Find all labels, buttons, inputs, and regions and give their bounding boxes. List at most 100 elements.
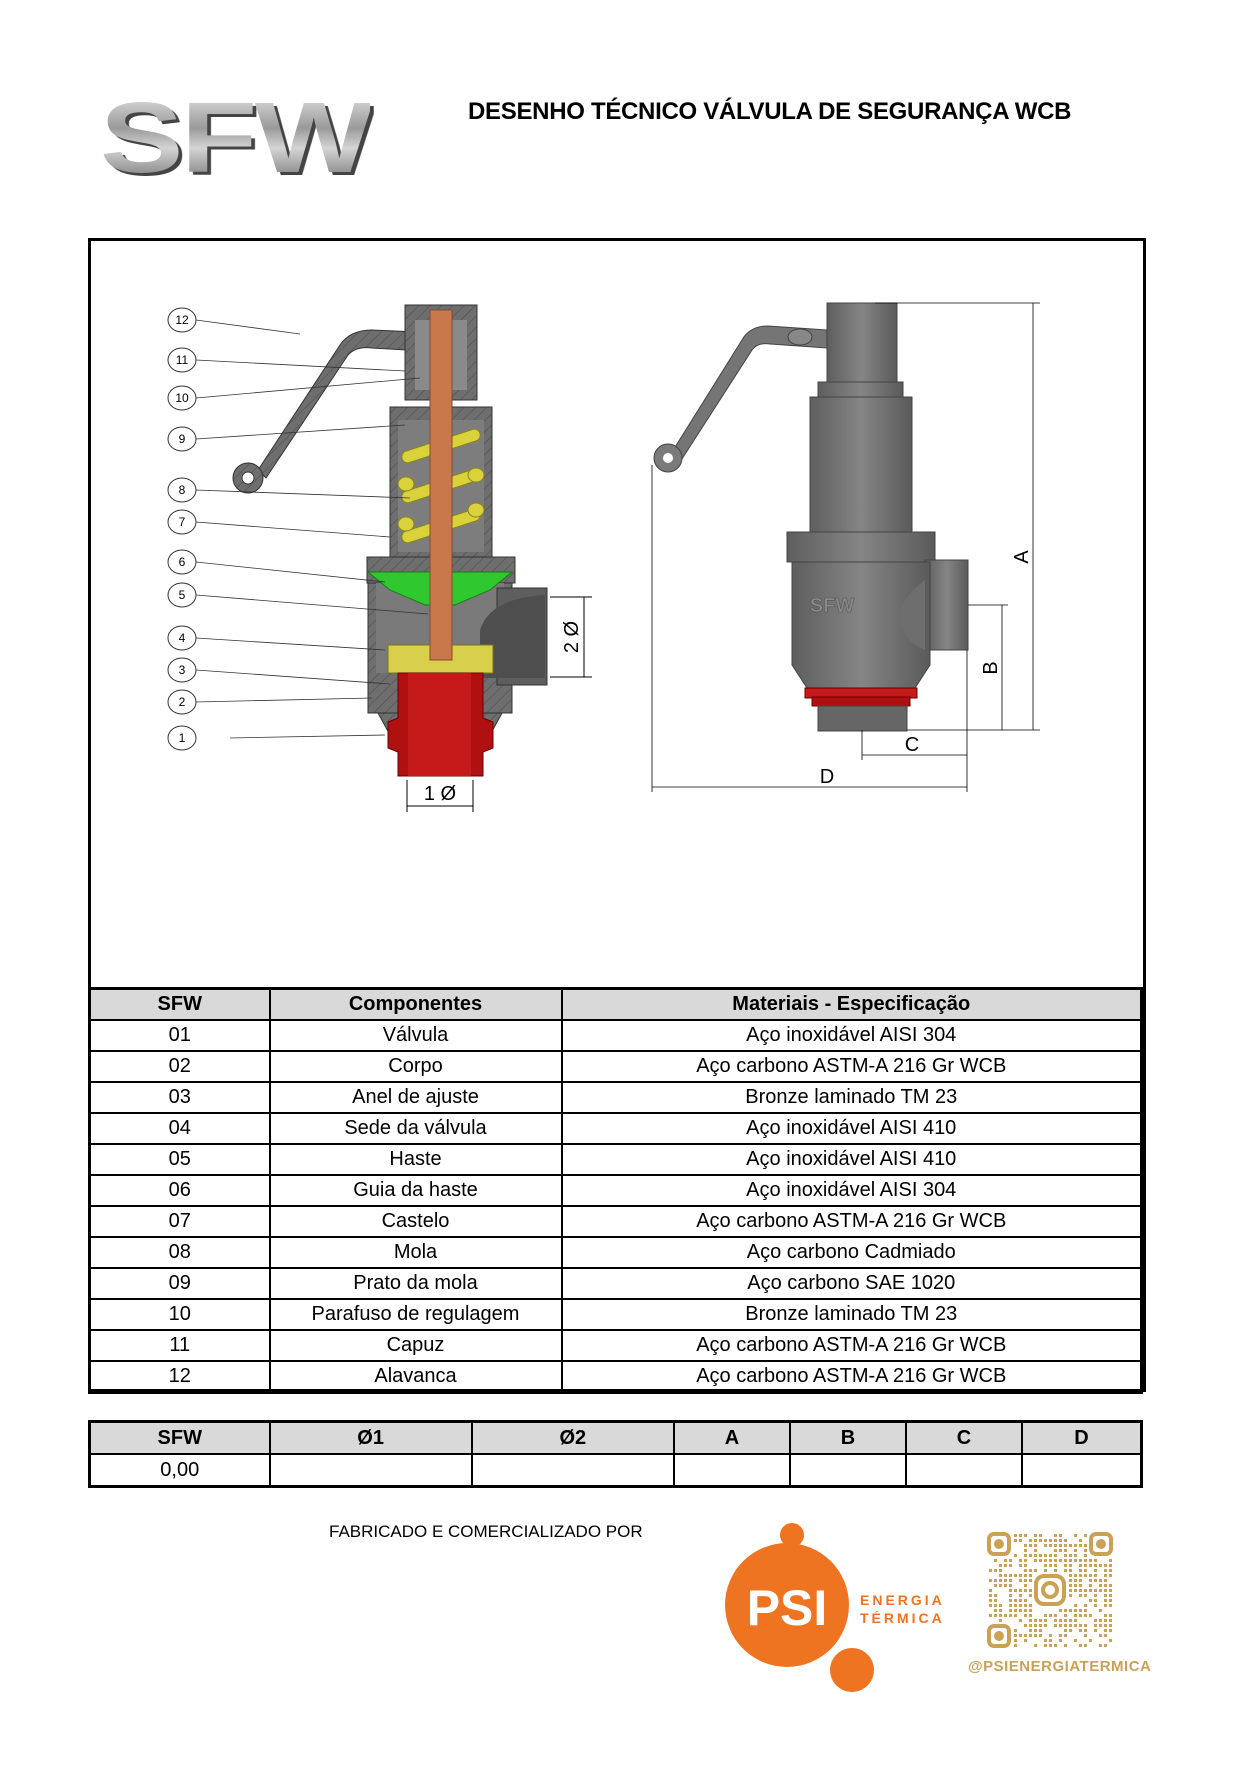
component-name: Haste <box>268 1143 563 1176</box>
component-name: Anel de ajuste <box>268 1081 563 1114</box>
part-number: 02 <box>88 1050 271 1083</box>
callout-circle <box>167 625 197 651</box>
outlet-external <box>924 559 969 651</box>
material-spec: Aço inoxidável AISI 410 <box>560 1143 1143 1176</box>
instagram-qr-code[interactable] <box>985 1530 1115 1650</box>
material-spec: Bronze laminado TM 23 <box>560 1298 1143 1331</box>
callout-circle <box>167 657 197 683</box>
dim-d-label: D <box>820 766 834 788</box>
parts-header-row: SFW Componentes Materiais - Especificaçã… <box>88 987 1143 1021</box>
cap-external <box>826 302 898 384</box>
stem-part <box>429 309 453 661</box>
part-number: 08 <box>88 1236 271 1269</box>
dims-cell <box>1020 1453 1143 1488</box>
callout-circle <box>167 385 197 411</box>
psi-logo-text: PSI <box>747 1580 828 1636</box>
component-name: Capuz <box>268 1329 563 1362</box>
part-number: 06 <box>88 1174 271 1207</box>
dim-inlet-label: 1 Ø <box>424 783 456 805</box>
dims-header-cell: Ø2 <box>470 1420 675 1455</box>
dims-cell <box>904 1453 1023 1488</box>
part-number: 07 <box>88 1205 271 1238</box>
psi-line1: ENERGIA <box>860 1592 945 1608</box>
callout-circle <box>167 477 197 503</box>
part-number: 04 <box>88 1112 271 1145</box>
dims-header-cell: SFW <box>88 1420 271 1455</box>
callout-number: 6 <box>179 555 186 569</box>
material-spec: Aço inoxidável AISI 304 <box>560 1174 1143 1207</box>
material-spec: Aço inoxidável AISI 410 <box>560 1112 1143 1145</box>
material-spec: Aço carbono ASTM-A 216 Gr WCB <box>560 1205 1143 1238</box>
callout-number: 9 <box>179 432 186 446</box>
dims-cell <box>672 1453 791 1488</box>
material-spec: Bronze laminado TM 23 <box>560 1081 1143 1114</box>
dims-header-cell: A <box>672 1420 791 1455</box>
external-view: SFW A B C D <box>651 302 1040 792</box>
material-spec: Aço carbono Cadmiado <box>560 1236 1143 1269</box>
part-number: 03 <box>88 1081 271 1114</box>
manufacturer-label: FABRICADO E COMERCIALIZADO POR <box>329 1522 643 1541</box>
dims-header-cell: D <box>1020 1420 1143 1455</box>
material-spec: Aço carbono ASTM-A 216 Gr WCB <box>560 1360 1143 1394</box>
callout-circle <box>167 347 197 373</box>
dims-header-cell: Ø1 <box>268 1420 473 1455</box>
callout-number: 1 <box>179 731 186 745</box>
callout-number: 2 <box>179 695 186 709</box>
callout-number: 3 <box>179 663 186 677</box>
parts-table: SFW Componentes Materiais - Especificaçã… <box>88 987 1143 1394</box>
header-materiais: Materiais - Especificação <box>560 987 1143 1021</box>
header-componentes: Componentes <box>268 987 563 1021</box>
callout-number: 4 <box>179 631 186 645</box>
callout-circle <box>167 582 197 608</box>
sfw-logo: SFW <box>100 82 373 194</box>
instagram-handle[interactable]: @PSIENERGIATERMICA <box>968 1658 1152 1675</box>
dim-inlet <box>406 780 474 812</box>
dim-b-label: B <box>980 661 1002 674</box>
component-name: Parafuso de regulagem <box>268 1298 563 1331</box>
part-number: 12 <box>88 1360 271 1394</box>
dims-header-cell: B <box>788 1420 907 1455</box>
callout-number: 5 <box>179 588 186 602</box>
component-name: Sede da válvula <box>268 1112 563 1145</box>
psi-logo: PSI ENERGIA TÉRMICA <box>725 1523 945 1692</box>
header-sfw: SFW <box>88 987 271 1021</box>
part-number: 01 <box>88 1019 271 1052</box>
component-name: Válvula <box>268 1019 563 1052</box>
dims-cell: 0,00 <box>88 1453 271 1488</box>
callout-circle <box>167 689 197 715</box>
callout-circle <box>167 307 197 333</box>
dimension-lines <box>651 302 1040 792</box>
bonnet-external <box>809 396 913 534</box>
dims-header-cell: C <box>904 1420 1023 1455</box>
part-number: 10 <box>88 1298 271 1331</box>
callout-number: 8 <box>179 483 186 497</box>
dims-cell <box>268 1453 473 1488</box>
callout-number: 10 <box>175 391 189 405</box>
material-spec: Aço carbono ASTM-A 216 Gr WCB <box>560 1329 1143 1362</box>
body-mark: SFW <box>810 595 855 617</box>
part-number: 05 <box>88 1143 271 1176</box>
part-number: 09 <box>88 1267 271 1300</box>
thread-external <box>817 705 908 732</box>
material-spec: Aço carbono ASTM-A 216 Gr WCB <box>560 1050 1143 1083</box>
component-name: Guia da haste <box>268 1174 563 1207</box>
component-name: Mola <box>268 1236 563 1269</box>
dim-a-label: A <box>1011 550 1033 564</box>
page-title: DESENHO TÉCNICO VÁLVULA DE SEGURANÇA WCB <box>468 98 1072 125</box>
